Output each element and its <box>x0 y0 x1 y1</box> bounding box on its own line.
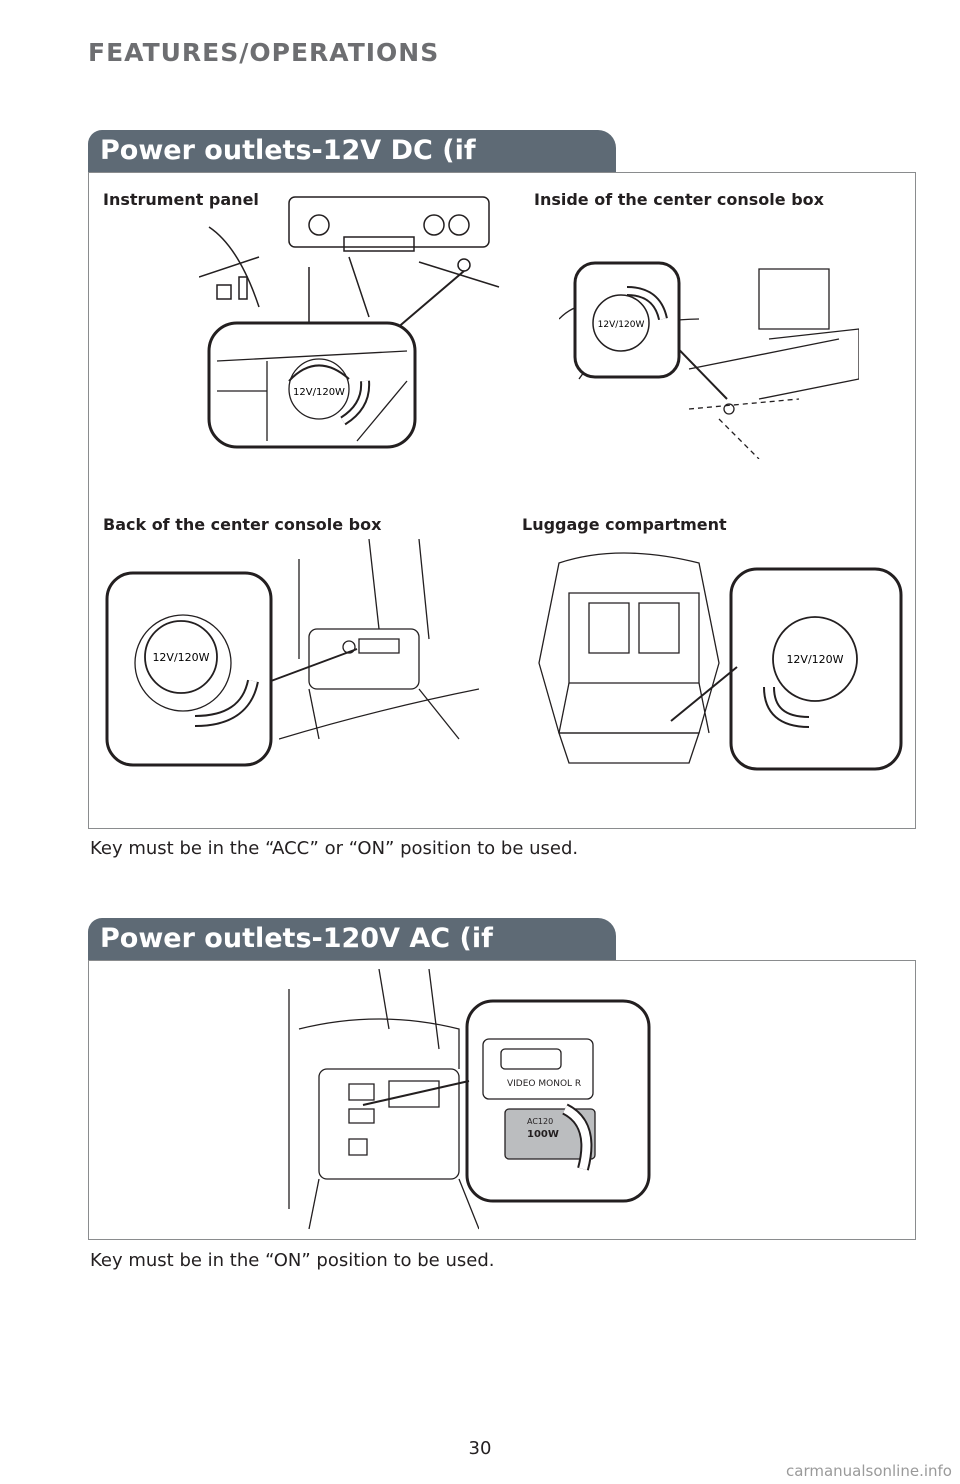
cap-text: 12V/120W <box>293 387 345 398</box>
ac-outlet-callout <box>465 999 651 1203</box>
ac-console-illustration <box>279 969 479 1231</box>
watermark: carmanualsonline.info <box>786 1462 952 1480</box>
console-back-callout: 12V/120W <box>105 571 273 767</box>
ac-illustration-box: VIDEO MONO L R AC120 100W <box>88 960 916 1240</box>
cap-text-4: 12V/120W <box>786 653 843 666</box>
page-number: 30 <box>468 1438 492 1459</box>
dc-illustration-box: Instrument panel Inside of the center co… <box>88 172 916 829</box>
dc-section-title: Power outlets-12V DC (if equipped) <box>88 130 616 208</box>
label-console-back: Back of the center console box <box>103 515 382 534</box>
cap-text-2: 12V/120W <box>598 320 645 330</box>
instrument-panel-illustration <box>199 187 519 447</box>
cap-text-3: 12V/120W <box>152 651 209 664</box>
console-inside-callout: 12V/120W <box>573 261 681 379</box>
dc-note: Key must be in the “ACC” or “ON” positio… <box>90 838 579 859</box>
ac-note: Key must be in the “ON” position to be u… <box>90 1250 495 1271</box>
video-mono-label: VIDEO MONO <box>507 1079 568 1089</box>
watt-label: 100W <box>527 1129 559 1140</box>
ac-pointer <box>361 1077 471 1107</box>
console-back-illustration <box>279 539 479 769</box>
ac-title-text: Power outlets-120V AC (if equipped) <box>100 923 493 996</box>
ac-section-title: Power outlets-120V AC (if equipped) <box>88 918 616 996</box>
dc-title-text: Power outlets-12V DC (if equipped) <box>100 135 476 208</box>
luggage-pointer <box>669 663 739 723</box>
section-header: FEATURES/OPERATIONS <box>88 38 440 67</box>
instrument-panel-callout: 12V/120W <box>207 321 417 449</box>
luggage-callout: 12V/120W <box>729 567 903 771</box>
luggage-illustration <box>519 543 739 773</box>
label-instrument-panel: Instrument panel <box>103 190 259 209</box>
label-console-inside: Inside of the center console box <box>534 190 824 209</box>
label-luggage: Luggage compartment <box>522 515 727 534</box>
ac120-label: AC120 <box>527 1117 554 1126</box>
lr-label: L R <box>567 1079 582 1089</box>
console-back-pointer <box>269 643 359 683</box>
